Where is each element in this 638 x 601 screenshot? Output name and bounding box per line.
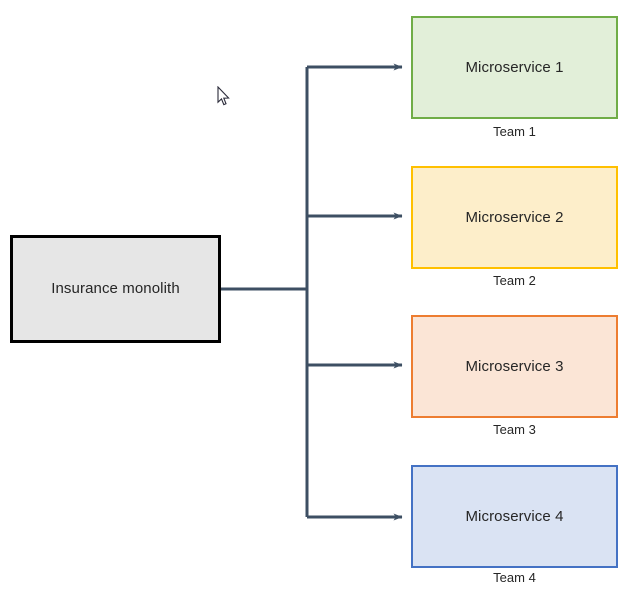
node-microservice-2[interactable]: Microservice 2 bbox=[411, 166, 618, 269]
node-microservice-3-label: Microservice 3 bbox=[465, 357, 564, 375]
node-microservice-1[interactable]: Microservice 1 bbox=[411, 16, 618, 119]
node-microservice-1-label: Microservice 1 bbox=[465, 58, 564, 76]
node-insurance-monolith[interactable]: Insurance monolith bbox=[10, 235, 221, 343]
node-microservice-2-label: Microservice 2 bbox=[465, 208, 564, 226]
node-microservice-3[interactable]: Microservice 3 bbox=[411, 315, 618, 418]
caption-team-1: Team 1 bbox=[493, 124, 536, 139]
caption-team-4: Team 4 bbox=[493, 570, 536, 585]
caption-team-3: Team 3 bbox=[493, 422, 536, 437]
node-insurance-monolith-label: Insurance monolith bbox=[51, 280, 180, 297]
node-microservice-4[interactable]: Microservice 4 bbox=[411, 465, 618, 568]
node-microservice-4-label: Microservice 4 bbox=[465, 507, 564, 525]
caption-team-2: Team 2 bbox=[493, 273, 536, 288]
